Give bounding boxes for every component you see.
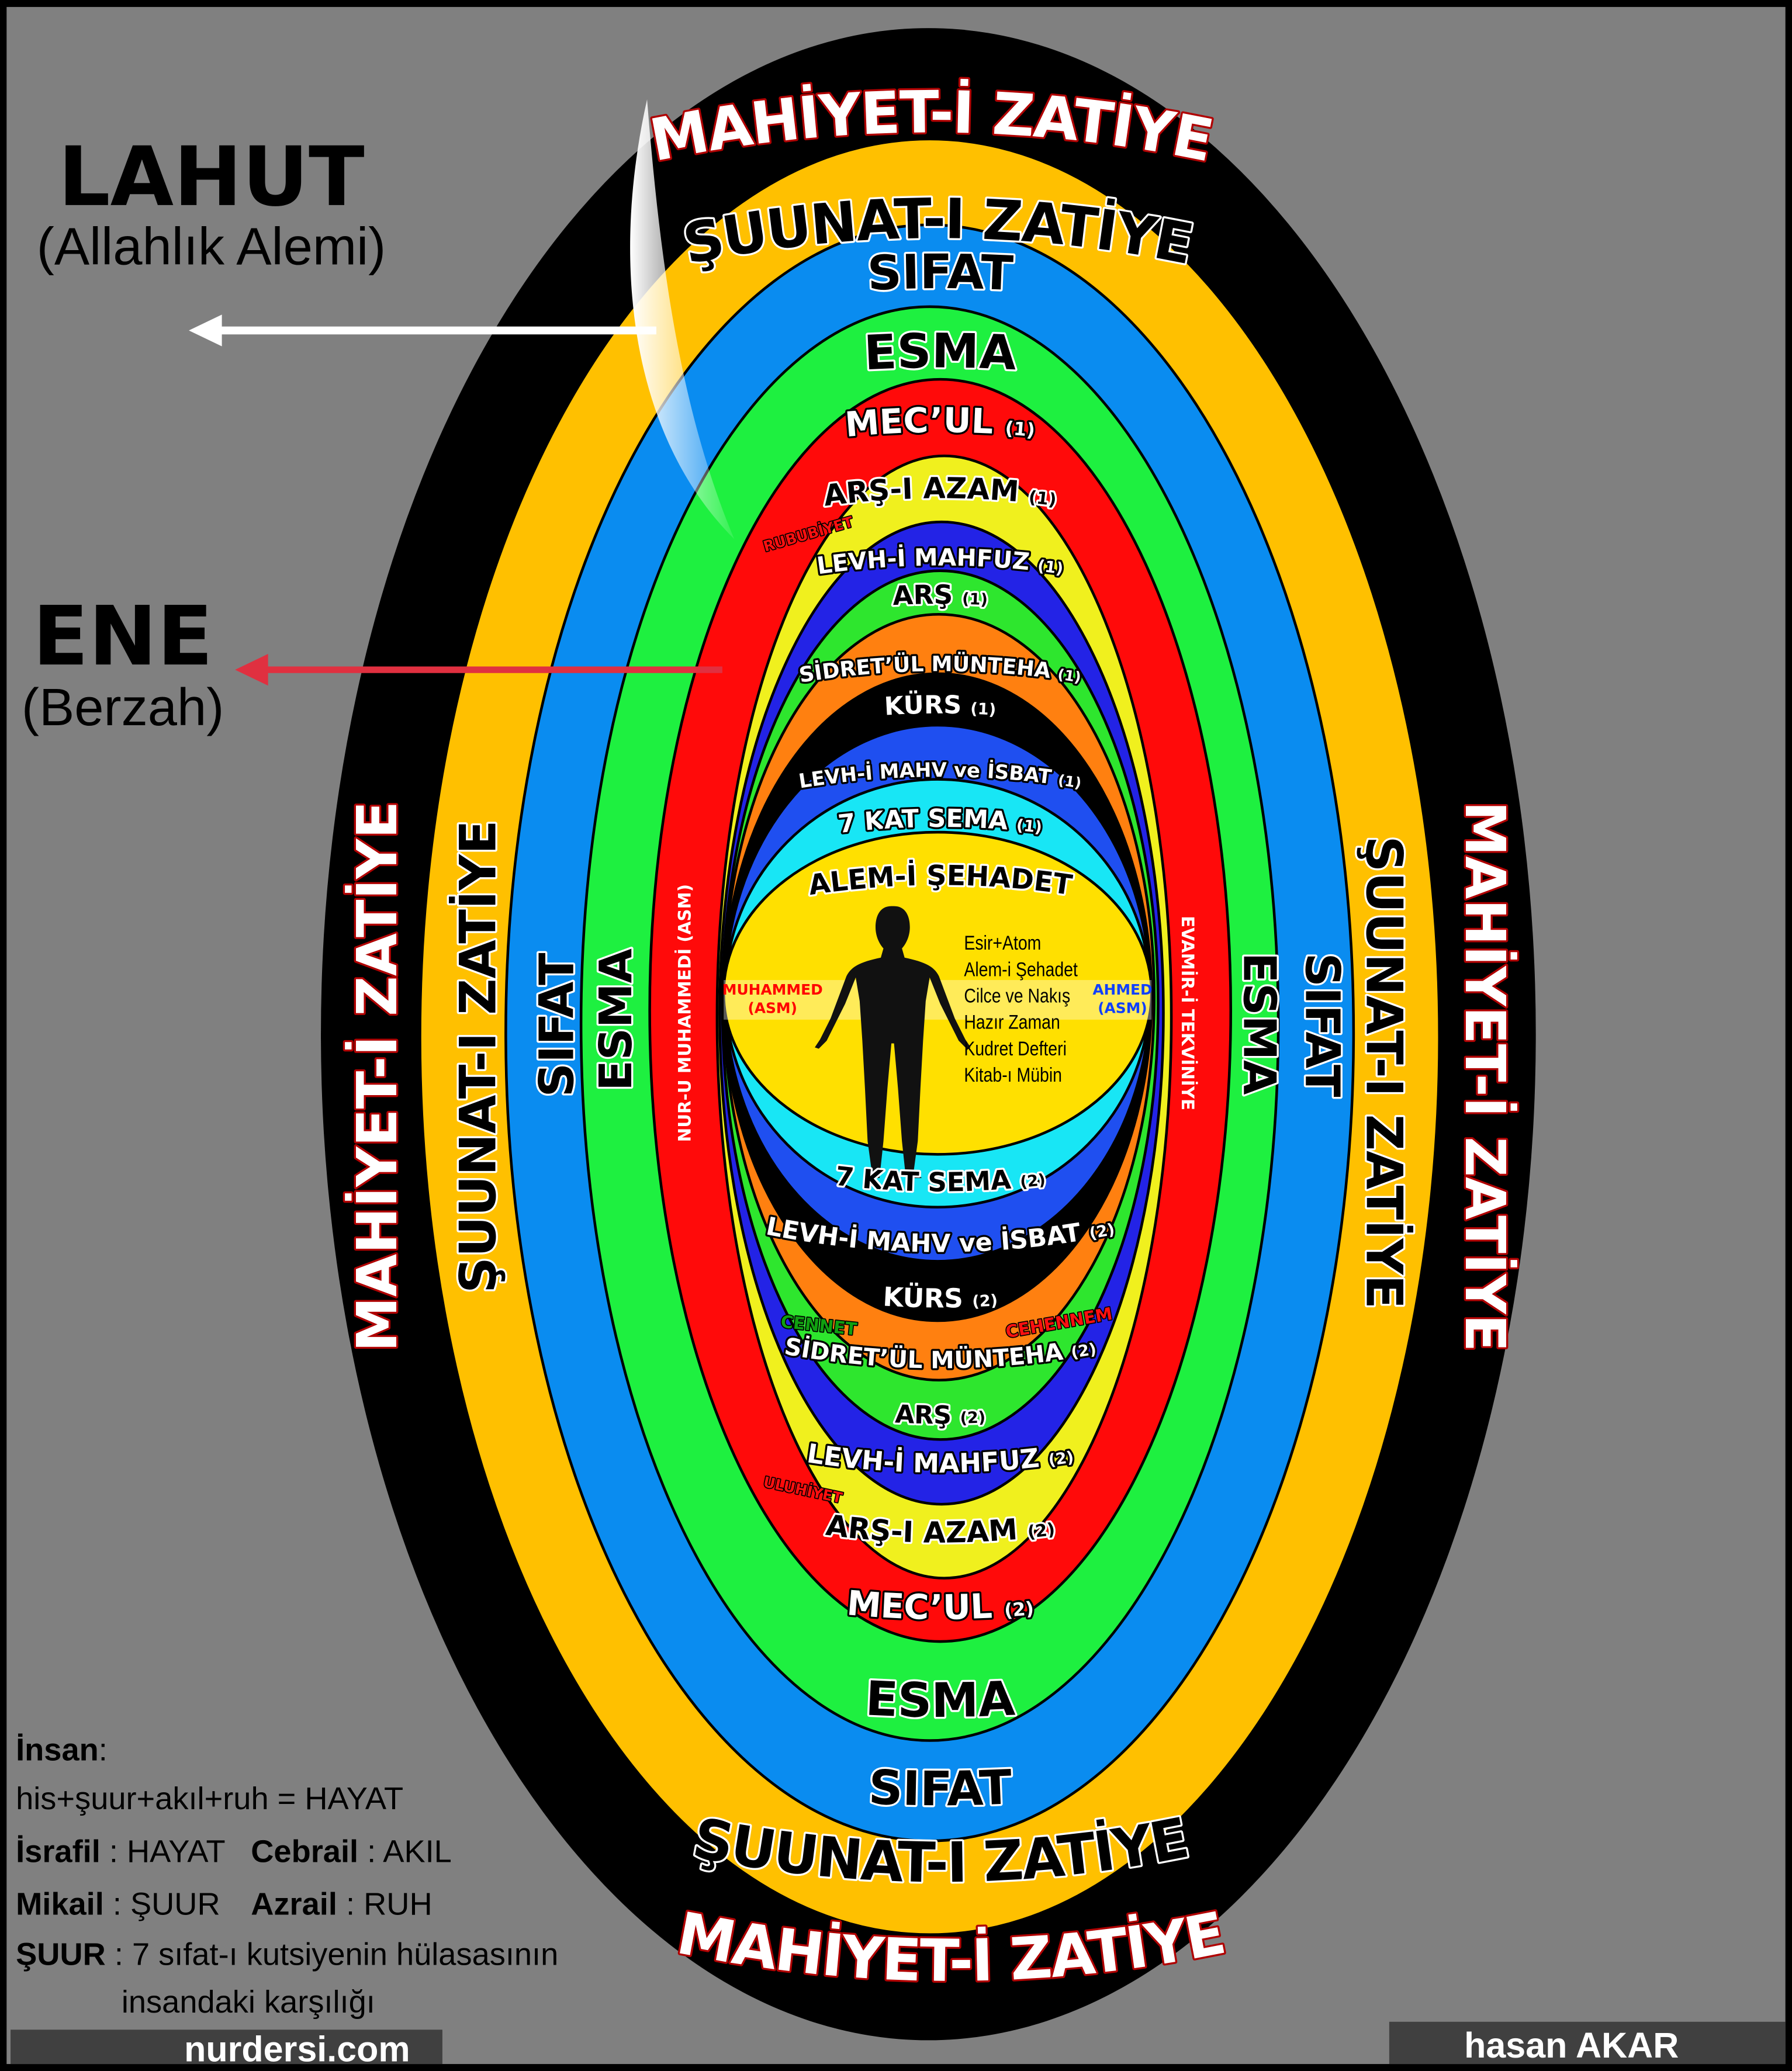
label-sifat-bottom: SIFAT bbox=[867, 1760, 1013, 1817]
center-list-item: Esir+Atom bbox=[964, 932, 1041, 954]
legend-azrail: Azrail : RUH bbox=[251, 1887, 432, 1922]
label-suunat-left: ŞUUNAT-I ZATİYE bbox=[448, 820, 507, 1293]
label-esma-top: ESMA bbox=[863, 324, 1018, 381]
label-mahiyet-bottom: MAHİYET-İ ZATİYE bbox=[672, 1900, 1230, 1995]
footer-author: hasan AKAR bbox=[1464, 2025, 1679, 2065]
label-mahiyet-left: MAHİYET-İ ZATİYE bbox=[345, 801, 410, 1352]
human-figure-icon bbox=[815, 906, 971, 1179]
lahut-subtitle: (Allahlık Alemi) bbox=[37, 217, 386, 276]
center-list-item: Kitab-ı Mübin bbox=[964, 1064, 1062, 1086]
label-ars-2: ARŞ (2) bbox=[894, 1400, 985, 1430]
ene-title: ENE bbox=[33, 589, 213, 684]
footer-left-bar bbox=[11, 2030, 442, 2065]
lahut-title: LAHUT bbox=[58, 130, 364, 225]
legend-suur-continued: insandaki karşılığı bbox=[122, 1985, 375, 2020]
center-list-item: Kudret Defteri bbox=[964, 1038, 1067, 1060]
legend: İnsan: his+şuur+akıl+ruh = HAYAT İsrafil… bbox=[16, 1732, 558, 2020]
lahut-crescent-shape bbox=[630, 99, 735, 539]
center-list: Esir+Atom Alem-i Şehadet Cilce ve Nakış … bbox=[964, 932, 1078, 1086]
label-muhammed: MUHAMMED bbox=[722, 981, 823, 998]
label-ars-i-azam-2: ARŞ-I AZAM (2) bbox=[824, 1508, 1056, 1550]
label-esma-left: ESMA bbox=[590, 948, 642, 1091]
label-evamir-i-tekviniye: EVAMİR-İ TEKVİNİYE bbox=[1178, 916, 1198, 1110]
label-muhammed-asm: (ASM) bbox=[748, 1000, 797, 1017]
footer-right-bar bbox=[1389, 2021, 1786, 2065]
center-list-item: Hazır Zaman bbox=[964, 1011, 1060, 1033]
label-mahiyet-right: MAHİYET-İ ZATİYE bbox=[1452, 801, 1517, 1352]
label-ahmed-asm: (ASM) bbox=[1098, 1000, 1147, 1017]
label-alem-i-sehadet: ALEM-İ ŞEHADET bbox=[807, 859, 1075, 902]
legend-formula: his+şuur+akıl+ruh = HAYAT bbox=[16, 1781, 403, 1816]
lahut-arrow-icon bbox=[189, 314, 656, 347]
label-sifat-top: SIFAT bbox=[866, 245, 1014, 302]
ene-subtitle: (Berzah) bbox=[22, 678, 224, 737]
legend-cebrail: Cebrail : AKIL bbox=[251, 1834, 452, 1869]
label-mecul-1: MEC’UL (1) bbox=[843, 400, 1036, 445]
label-suunat-right: ŞUUNAT-I ZATİYE bbox=[1354, 836, 1413, 1309]
ene-arrow-icon bbox=[235, 654, 722, 686]
label-sifat-right: SIFAT bbox=[1295, 953, 1350, 1097]
label-mecul-2: MEC’UL (2) bbox=[845, 1582, 1035, 1627]
label-sifat-left: SIFAT bbox=[530, 953, 585, 1097]
center-list-item: Cilce ve Nakış bbox=[964, 985, 1070, 1007]
label-esma-bottom: ESMA bbox=[864, 1671, 1016, 1729]
legend-suur: ŞUUR : 7 sıfat-ı kutsiyenin hülasasının bbox=[16, 1937, 558, 1972]
label-nur-u-muhammedi: NUR-U MUHAMMEDİ (ASM) bbox=[674, 884, 695, 1142]
legend-insan: İnsan: bbox=[16, 1732, 108, 1767]
label-kurs-1: KÜRS (1) bbox=[884, 690, 997, 722]
label-kurs-2: KÜRS (2) bbox=[882, 1281, 998, 1314]
footer-site: nurdersi.com bbox=[184, 2030, 410, 2069]
legend-mikail: Mikail : ŞUUR bbox=[16, 1887, 220, 1922]
center-list-item: Alem-i Şehadet bbox=[964, 958, 1078, 981]
label-ars-1: ARŞ (1) bbox=[892, 579, 988, 611]
label-esma-right: ESMA bbox=[1233, 953, 1285, 1095]
legend-israfil: İsrafil : HAYAT bbox=[16, 1834, 226, 1869]
label-ahmed: AHMED bbox=[1092, 981, 1152, 998]
